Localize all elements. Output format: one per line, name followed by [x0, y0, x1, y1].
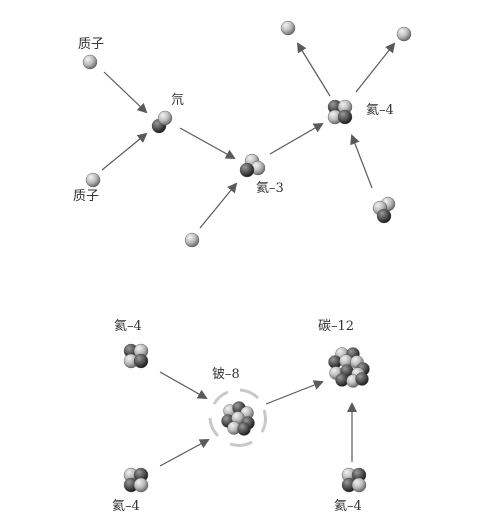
- helium4-label: 氦–4: [366, 103, 394, 118]
- helium4-label-left-top: 氦–4: [114, 319, 142, 334]
- proton-label-top: 质子: [78, 37, 105, 52]
- helium4-nucleus-left-bottom: [123, 467, 149, 493]
- proton-particle: [157, 110, 173, 126]
- arrow-proton1-to-deuterium: [103, 71, 148, 114]
- helium3-nucleus-second: [372, 196, 396, 224]
- helium4-nucleus: [327, 99, 353, 125]
- arrow-deuterium-to-helium3: [179, 127, 236, 159]
- helium4-nucleus-right-bottom: [341, 467, 367, 493]
- neutron-particle: [376, 208, 392, 224]
- beryllium8-halo: [208, 388, 267, 447]
- helium4-nucleus-left-top: [123, 343, 149, 369]
- neutron-particle: [133, 353, 149, 369]
- neutron-particle: [355, 372, 369, 386]
- beryllium8-label: 铍–8: [212, 367, 240, 382]
- helium4-label-left-bottom: 氦–4: [112, 499, 140, 514]
- arrow-proton2-to-deuterium: [101, 132, 148, 171]
- arrow-proton3-to-helium3: [199, 182, 238, 229]
- proton-particle: [133, 477, 149, 493]
- proton-label-bottom: 质子: [73, 189, 100, 204]
- helium4-label-right-bottom: 氦–4: [334, 499, 362, 514]
- proton-particle: [351, 477, 367, 493]
- proton-particle: [82, 54, 98, 70]
- arrow-helium4-bottom-to-beryllium8: [159, 439, 210, 467]
- neutron-particle: [239, 162, 255, 178]
- proton-particle: [396, 26, 412, 42]
- proton-particle: [280, 20, 296, 36]
- arrow-helium3b-to-helium4: [350, 134, 373, 189]
- proton-1: [82, 54, 98, 70]
- deuterium-nucleus: [151, 110, 173, 134]
- neutron-particle: [237, 422, 251, 436]
- helium3-label: 氦–3: [256, 181, 284, 196]
- carbon12-label: 碳–12: [318, 319, 355, 334]
- proton-out-right: [396, 26, 412, 42]
- beryllium8-nucleus: [221, 401, 255, 436]
- arrow-helium3-to-helium4: [269, 123, 324, 155]
- proton-particle: [184, 232, 200, 248]
- proton-3: [184, 232, 200, 248]
- arrow-helium4-top-to-beryllium8: [159, 371, 208, 399]
- proton-2: [85, 172, 101, 188]
- neutron-particle: [337, 109, 353, 125]
- proton-out-left: [280, 20, 296, 36]
- carbon12-nucleus: [328, 347, 370, 388]
- arrow-helium4-to-proton-out-right: [355, 42, 396, 93]
- deuterium-label: 氘: [171, 93, 185, 108]
- arrow-beryllium8-to-carbon12: [265, 380, 324, 405]
- arrow-helium4-to-proton-out-left: [296, 42, 331, 97]
- proton-particle: [85, 172, 101, 188]
- helium3-nucleus: [239, 153, 266, 178]
